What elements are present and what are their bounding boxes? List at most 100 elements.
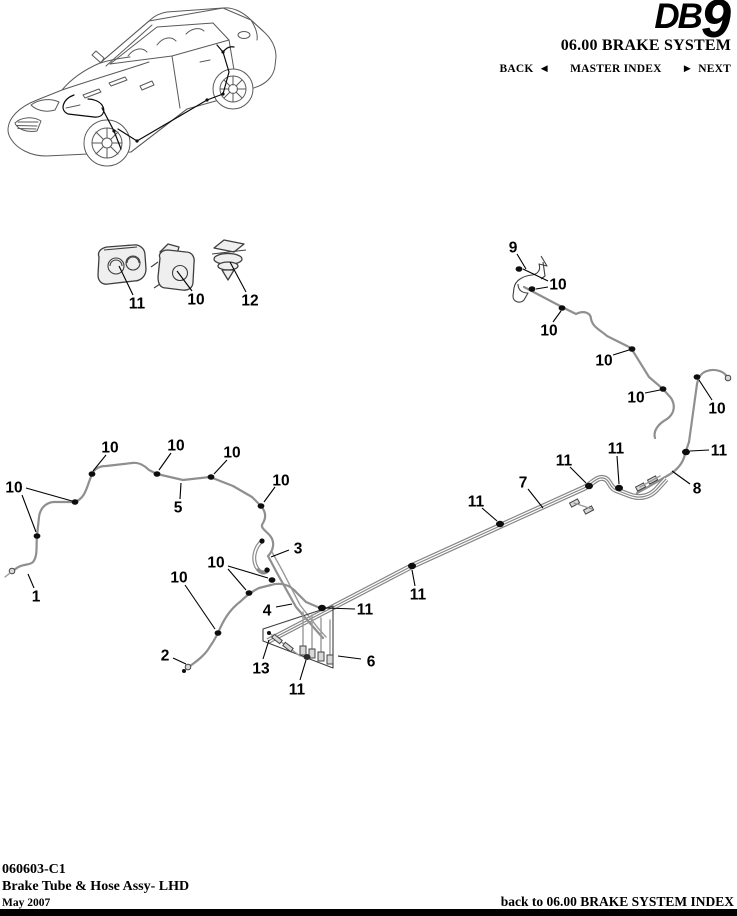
callout-8-leader	[671, 470, 691, 485]
back-link[interactable]: BACK ◄	[499, 63, 550, 75]
car-illustration	[7, 7, 277, 167]
hose-3	[252, 538, 270, 575]
clip-part-12-icon	[211, 239, 247, 281]
master-index-link[interactable]: MASTER INDEX	[570, 63, 662, 75]
callout-1-leader	[27, 573, 35, 589]
bleed-tube-13	[267, 631, 301, 657]
rear-vertical-tube	[635, 368, 729, 495]
header: DB9 06.00 BRAKE SYSTEM BACK ◄ MASTER IND…	[499, 0, 731, 75]
callout-11-leader	[569, 466, 587, 484]
callout-label-11: 11	[410, 587, 427, 604]
callout-11-leader	[689, 449, 710, 452]
section-title: 06.00 BRAKE SYSTEM	[560, 37, 731, 54]
callout-label-10: 10	[272, 473, 289, 490]
db9-logo: DB9	[499, 0, 731, 46]
callout-10-leader	[25, 487, 73, 502]
callout-label-10: 10	[101, 440, 118, 457]
callout-11-leader	[481, 507, 498, 522]
callout-label-10: 10	[540, 323, 557, 340]
callout-10-leader	[227, 568, 247, 591]
callout-label-1: 1	[32, 589, 41, 606]
union-fitting-11	[303, 654, 311, 660]
callout-label-10: 10	[167, 438, 184, 455]
bottom-bar	[0, 909, 737, 916]
callout-10-leader	[92, 454, 107, 472]
drawing-title: Brake Tube & Hose Assy- LHD	[2, 879, 190, 894]
callout-5-leader	[179, 482, 182, 500]
callout-11-leader	[325, 607, 356, 610]
drawing-number: 060603-C1	[2, 862, 66, 877]
callout-3-leader	[270, 549, 290, 558]
callout-label-11: 11	[556, 453, 573, 470]
callout-11-leader	[616, 455, 620, 485]
next-arrow-icon: ►	[681, 63, 694, 75]
logo-9-text: 9	[700, 0, 731, 49]
callout-label-7: 7	[519, 475, 528, 492]
next-label: NEXT	[698, 63, 731, 75]
callout-10-leader	[522, 268, 549, 282]
callout-label-3: 3	[294, 541, 303, 558]
callout-2-leader	[172, 657, 187, 665]
nav-row: BACK ◄ MASTER INDEX ► NEXT	[499, 63, 731, 75]
callout-label-13: 13	[252, 661, 270, 678]
callout-label-6: 6	[367, 654, 376, 671]
callout-label-10: 10	[595, 353, 612, 370]
callout-9-leader	[516, 253, 527, 270]
callout-12-leader	[229, 261, 247, 293]
back-to-index-link[interactable]: back to 06.00 BRAKE SYSTEM INDEX	[500, 894, 734, 909]
callout-10-leader	[263, 486, 276, 503]
tube-2-end-fitting	[182, 663, 192, 673]
tube-2	[188, 582, 322, 668]
callout-11-leader	[118, 265, 134, 296]
callout-label-10: 10	[223, 445, 240, 462]
callout-11-leader	[299, 659, 307, 681]
callout-label-11: 11	[289, 682, 306, 699]
rear-hose-bracket-9	[512, 255, 548, 303]
callout-label-11: 11	[711, 443, 728, 460]
front-left-tube	[12, 461, 325, 640]
callout-11-leader	[411, 569, 416, 587]
callout-label-11: 11	[357, 602, 374, 619]
brake-line-overlay	[62, 44, 235, 150]
callout-10-leader	[21, 494, 37, 533]
callout-10-leader	[552, 310, 562, 323]
clip-part-11-icon	[97, 244, 147, 285]
callout-7-leader	[527, 488, 544, 509]
union-bracket-6	[262, 605, 334, 669]
callout-label-10: 10	[708, 401, 725, 418]
callout-10-leader	[227, 565, 269, 579]
callout-10-leader	[176, 270, 193, 292]
callout-label-12: 12	[241, 293, 258, 310]
callout-label-10: 10	[170, 570, 187, 587]
callout-10-leader	[184, 584, 216, 630]
master-index-label: MASTER INDEX	[570, 63, 662, 75]
back-label: BACK	[499, 63, 534, 75]
back-arrow-icon: ◄	[538, 63, 551, 75]
tube-1-end-fitting	[4, 567, 16, 578]
callout-label-10: 10	[5, 480, 22, 497]
callout-6-leader	[337, 655, 362, 660]
callout-label-9: 9	[509, 240, 518, 257]
issue-date: May 2007	[2, 897, 51, 909]
callout-label-5: 5	[174, 500, 183, 517]
callout-label-10: 10	[549, 277, 566, 294]
callout-10-leader	[213, 459, 228, 475]
callout-10-leader	[644, 389, 661, 394]
hose-8-fittings	[568, 475, 661, 515]
callout-10-leader	[158, 452, 172, 471]
callout-label-10: 10	[627, 390, 644, 407]
callout-label-11: 11	[129, 296, 146, 313]
next-link[interactable]: ► NEXT	[682, 63, 731, 75]
logo-db-text: DB	[654, 0, 703, 36]
callout-label-10: 10	[207, 555, 224, 572]
callout-13-leader	[262, 639, 270, 660]
callout-label-2: 2	[161, 648, 170, 665]
callout-label-10: 10	[187, 292, 204, 309]
callout-4-leader	[275, 603, 293, 608]
callout-10-leader	[698, 379, 713, 401]
callout-10-leader	[535, 286, 549, 290]
rear-tube-end-fitting	[724, 374, 732, 382]
